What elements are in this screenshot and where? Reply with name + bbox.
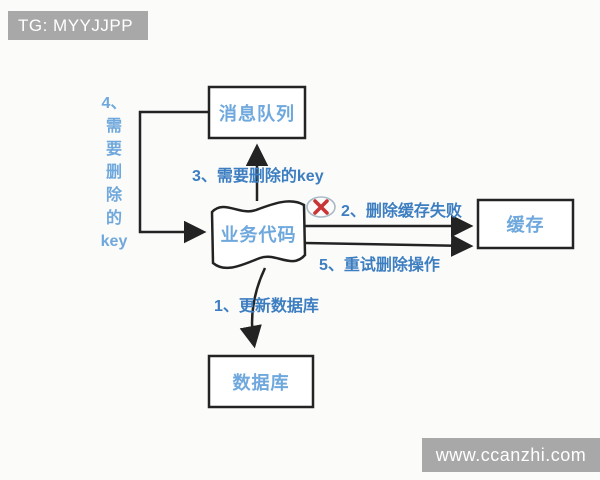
step5-label: 5、重试删除操作 xyxy=(319,257,440,274)
step3-label: 3、需要删除的key xyxy=(192,168,324,185)
node-message-queue-label: 消息队列 xyxy=(219,103,295,124)
step1-label: 1、更新数据库 xyxy=(214,298,319,315)
watermark-bottom-right: www.ccanzhi.com xyxy=(422,438,600,472)
step4-label: 4、 需 要 删 除 的 key xyxy=(100,95,128,250)
connector-step5-retry-to-cache xyxy=(304,234,474,257)
message-queue-box xyxy=(207,85,307,140)
node-database-label: 数据库 xyxy=(232,372,290,393)
connector-step4-queue-to-code xyxy=(138,110,209,244)
connector-step1-code-to-database xyxy=(239,267,267,349)
step2-label: 2、删除缓存失败 xyxy=(341,203,462,220)
cache-box xyxy=(476,198,575,250)
node-cache-label: 缓存 xyxy=(506,215,545,235)
node-business-code-label: 业务代码 xyxy=(220,224,297,245)
watermark-top-left: TG: MYYJJPP xyxy=(8,11,148,40)
database-box xyxy=(207,354,315,409)
error-x-icon xyxy=(306,196,336,218)
business-code-shape xyxy=(210,200,307,270)
